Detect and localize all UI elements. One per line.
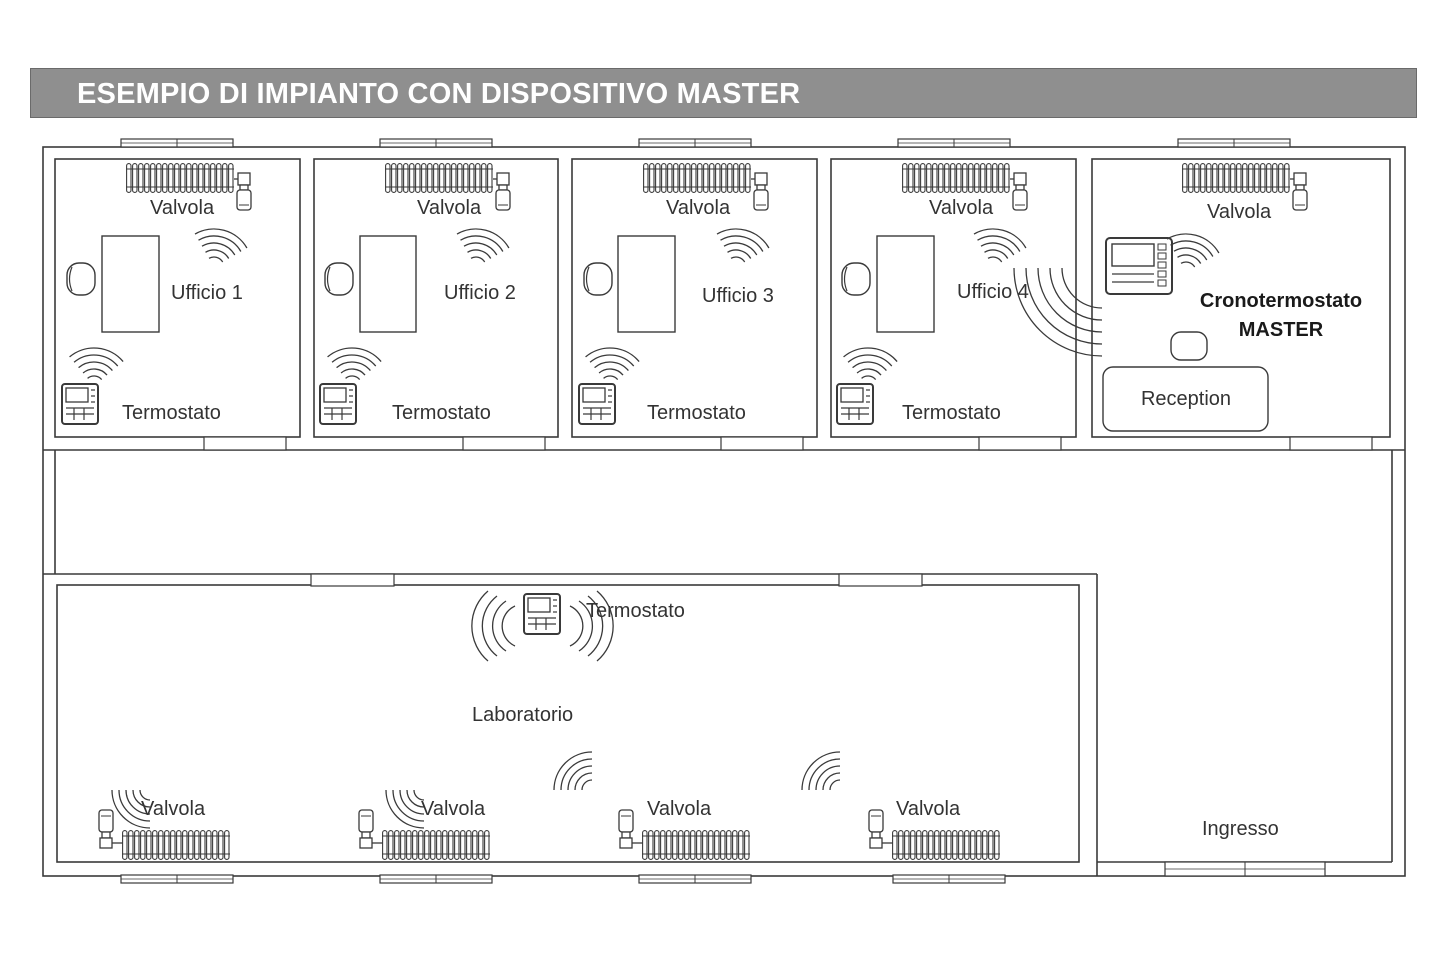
- valve-label: Valvola: [896, 798, 961, 820]
- lab-radiators: [98, 809, 1001, 861]
- room-ufficio-3: [571, 158, 818, 438]
- building-walls: [42, 146, 1406, 877]
- reception-label: Reception: [1141, 388, 1231, 410]
- reception-desk: [1102, 366, 1269, 432]
- office-furniture: [66, 235, 1269, 432]
- thermostat-icon: [319, 383, 357, 425]
- thermostat-label: Termostato: [902, 402, 1001, 424]
- room-label-ufficio-4: Ufficio 4: [957, 281, 1029, 303]
- valve-label: Valvola: [421, 798, 486, 820]
- room-laboratorio: [56, 584, 1080, 863]
- valve-label: Valvola: [417, 197, 482, 219]
- room-label-ufficio-2: Ufficio 2: [444, 282, 516, 304]
- thermostat-icon: [578, 383, 616, 425]
- thermostat-label: Termostato: [122, 402, 221, 424]
- master-thermostat-icon: [1105, 237, 1173, 295]
- master-label: Cronotermostato: [1200, 290, 1362, 312]
- master-label: MASTER: [1239, 319, 1324, 341]
- valve-label: Valvola: [666, 197, 731, 219]
- valve-label: Valvola: [1207, 201, 1272, 223]
- thermostat-icon: [61, 383, 99, 425]
- thermostat-icon: [523, 593, 561, 635]
- valve-label: Valvola: [150, 197, 215, 219]
- thermostat-icon: [836, 383, 874, 425]
- entrance-label: Ingresso: [1202, 818, 1279, 840]
- valve-label: Valvola: [647, 798, 712, 820]
- diagram-title: ESEMPIO DI IMPIANTO CON DISPOSITIVO MAST…: [77, 78, 801, 110]
- thermostat-label: Termostato: [647, 402, 746, 424]
- room-ufficio-2: [313, 158, 559, 438]
- valve-label: Valvola: [929, 197, 994, 219]
- room-reception: [1091, 158, 1391, 438]
- room-ufficio-1: [54, 158, 301, 438]
- office-rooms: [54, 158, 1391, 863]
- windows: [120, 138, 1326, 884]
- labels: Valvola Valvola Valvola Valvola Valvola …: [122, 197, 1362, 840]
- title-banner: ESEMPIO DI IMPIANTO CON DISPOSITIVO MAST…: [30, 68, 1417, 118]
- room-label-ufficio-3: Ufficio 3: [702, 285, 774, 307]
- room-label-laboratorio: Laboratorio: [472, 704, 573, 726]
- wireless-waves: [68, 214, 1220, 829]
- thermostat-label: Termostato: [392, 402, 491, 424]
- thermostat-label: Termostato: [586, 600, 685, 622]
- valve-label: Valvola: [141, 798, 206, 820]
- doors: [203, 436, 1373, 587]
- room-label-ufficio-1: Ufficio 1: [171, 282, 243, 304]
